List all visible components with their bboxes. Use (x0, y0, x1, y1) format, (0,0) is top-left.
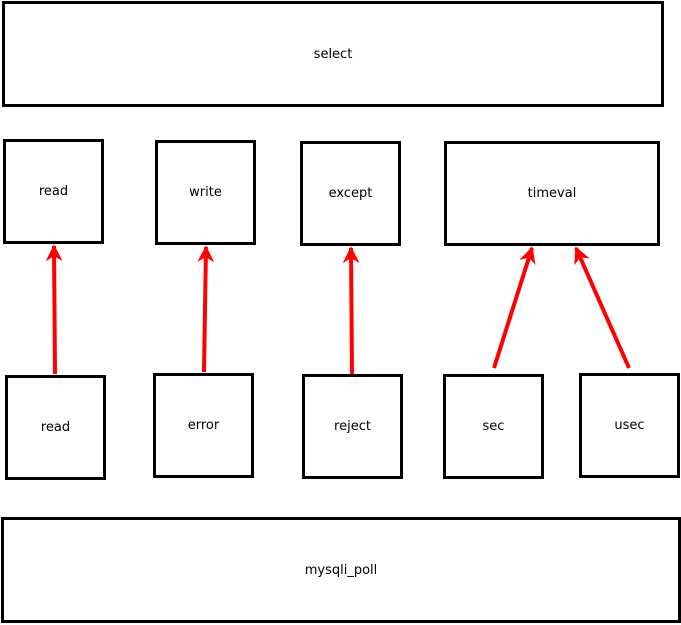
reject-label: reject (334, 419, 371, 434)
read-target-label: read (38, 184, 69, 199)
arrow-error-to-write (197, 245, 215, 373)
read-source-box: read (5, 375, 106, 480)
write-box: write (155, 140, 256, 245)
error-label: error (187, 418, 220, 433)
sec-label: sec (482, 419, 505, 434)
arrow-sec-to-timeval (492, 246, 536, 369)
reject-box: reject (302, 374, 403, 479)
error-box: error (153, 373, 254, 478)
sec-box: sec (443, 374, 544, 479)
timeval-label: timeval (527, 186, 577, 201)
arrow-usec-to-timeval (574, 246, 631, 369)
usec-box: usec (579, 373, 680, 478)
mysqli-poll-label: mysqli_poll (304, 562, 378, 578)
except-box: except (300, 141, 401, 246)
arrow-read-to-read (45, 244, 63, 375)
usec-label: usec (614, 418, 645, 433)
read-source-label: read (40, 420, 71, 435)
mysqli-poll-box: mysqli_poll (1, 517, 681, 623)
timeval-box: timeval (444, 141, 660, 246)
write-label: write (189, 185, 222, 200)
read-target-box: read (3, 139, 104, 244)
except-label: except (328, 186, 373, 201)
select-box: select (2, 1, 664, 107)
select-label: select (313, 46, 353, 62)
arrow-reject-to-except (342, 246, 360, 375)
